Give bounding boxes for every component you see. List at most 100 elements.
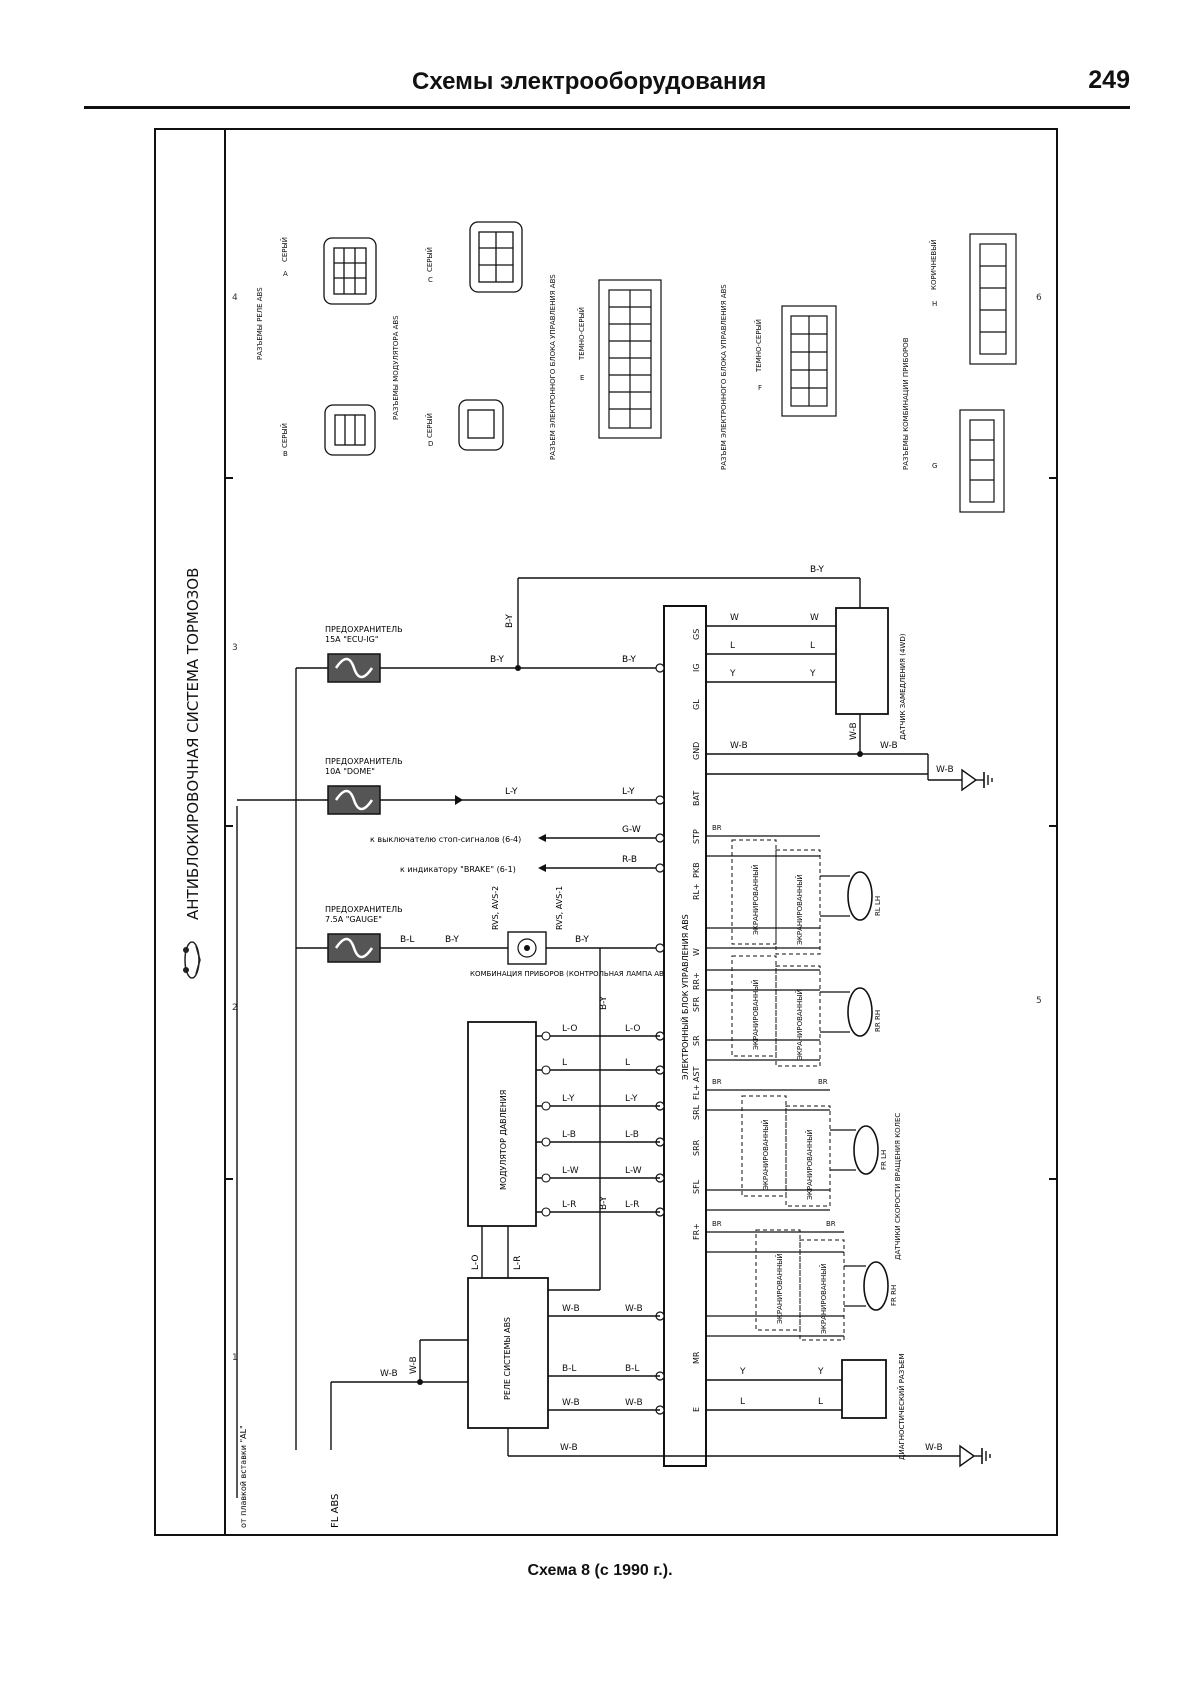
svg-text:ПРЕДОХРАНИТЕЛЬ: ПРЕДОХРАНИТЕЛЬ <box>325 757 403 766</box>
svg-text:FR RH: FR RH <box>890 1285 898 1306</box>
svg-text:ПРЕДОХРАНИТЕЛЬ: ПРЕДОХРАНИТЕЛЬ <box>325 905 403 914</box>
svg-text:L-B: L-B <box>625 1130 639 1140</box>
svg-text:FR+: FR+ <box>692 1223 701 1240</box>
svg-text:Y: Y <box>809 669 816 679</box>
wire-code: B-Y <box>599 1196 609 1210</box>
grid-number: 1 <box>232 1353 238 1363</box>
svg-text:BAT: BAT <box>692 791 701 806</box>
svg-text:F: F <box>758 384 762 392</box>
svg-text:W-B: W-B <box>625 1304 643 1314</box>
svg-text:ТЕМНО-СЕРЫЙ: ТЕМНО-СЕРЫЙ <box>754 319 763 373</box>
wire-code: B-L <box>400 935 414 945</box>
svg-text:L-W: L-W <box>562 1166 579 1176</box>
svg-text:H: H <box>932 300 937 308</box>
svg-text:СЕРЫЙ: СЕРЫЙ <box>425 247 434 272</box>
wire-code: B-Y <box>810 565 824 575</box>
diagram-title: АНТИБЛОКИРОВОЧНАЯ СИСТЕМА ТОРМОЗОВ <box>184 568 202 920</box>
svg-text:L-W: L-W <box>625 1166 642 1176</box>
svg-text:B-L: B-L <box>625 1364 639 1374</box>
connector-views: РАЗЪЕМЫ РЕЛЕ ABS РАЗЪЕМЫ МОДУЛЯТОРА ABS … <box>256 221 1017 513</box>
car-logo-icon <box>183 941 201 979</box>
grid-number: 4 <box>232 293 238 303</box>
decel-wire-codes: W W L L Y Y W-B W-B W-B W-B <box>729 613 954 775</box>
ecu-left-pins <box>655 663 665 1415</box>
svg-text:B-L: B-L <box>562 1364 576 1374</box>
svg-text:W: W <box>692 948 701 956</box>
component-label: ДИАГНОСТИЧЕСКИЙ РАЗЪЕМ <box>897 1353 906 1460</box>
connector-modulator-a <box>458 399 504 451</box>
ecu-pin-labels: IG BAT STP PKB W SR AST SFL SRR SRL SFR … <box>692 629 701 1412</box>
wire-code: B-Y <box>599 996 609 1010</box>
svg-text:ЭКРАНИРОВАННЫЙ: ЭКРАНИРОВАННЫЙ <box>795 874 804 945</box>
svg-text:A: A <box>283 270 288 278</box>
connector-ecu-2 <box>781 305 837 417</box>
svg-text:СЕРЫЙ: СЕРЫЙ <box>280 237 289 262</box>
diagram-frame <box>154 128 1058 1536</box>
svg-text:FL+: FL+ <box>692 1084 701 1100</box>
svg-text:L-B: L-B <box>562 1130 576 1140</box>
svg-text:L-Y: L-Y <box>562 1094 575 1104</box>
svg-text:W-B: W-B <box>730 741 748 751</box>
svg-text:GS: GS <box>692 629 701 640</box>
abs-relay: РЕЛЕ СИСТЕМЫ ABS <box>467 1277 549 1429</box>
connector-relay-a <box>324 404 376 456</box>
wire-code: L-O <box>471 1255 481 1270</box>
svg-text:RR RH: RR RH <box>874 1010 882 1032</box>
pressure-modulator: МОДУЛЯТОР ДАВЛЕНИЯ <box>467 1021 537 1227</box>
page-header: Схемы электрооборудования 249 <box>84 60 1130 109</box>
reference-label: к выключателю стоп-сигналов (6-4) <box>370 835 521 844</box>
connector-meter-2 <box>969 233 1017 365</box>
svg-text:L: L <box>730 641 735 651</box>
svg-text:7.5A "GAUGE": 7.5A "GAUGE" <box>325 915 382 924</box>
svg-text:СЕРЫЙ: СЕРЫЙ <box>280 423 289 448</box>
svg-text:IG: IG <box>692 663 701 672</box>
ground-icon <box>959 1445 991 1467</box>
grid-number: 5 <box>1036 996 1042 1006</box>
svg-text:BR: BR <box>712 824 722 832</box>
svg-text:SFR: SFR <box>692 996 701 1012</box>
component-label: ДАТЧИК ЗАМЕДЛЕНИЯ (4WD) <box>899 633 907 740</box>
svg-text:ЭКРАНИРОВАННЫЙ: ЭКРАНИРОВАННЫЙ <box>819 1263 828 1334</box>
component-label: МОДУЛЯТОР ДАВЛЕНИЯ <box>499 1090 508 1190</box>
svg-text:SRR: SRR <box>692 1139 701 1156</box>
wire-code: L-R <box>513 1256 523 1270</box>
wire-code: R-B <box>622 855 637 865</box>
svg-text:ЭКРАНИРОВАННЫЙ: ЭКРАНИРОВАННЫЙ <box>795 989 804 1060</box>
component-label: ДАТЧИКИ СКОРОСТИ ВРАЩЕНИЯ КОЛЕС <box>894 1113 902 1260</box>
svg-text:D: D <box>428 440 433 448</box>
reference-label: от плавкой вставки "AL" <box>239 1425 248 1528</box>
svg-text:W-B: W-B <box>562 1304 580 1314</box>
svg-text:W-B: W-B <box>936 765 954 775</box>
svg-text:ЭКРАНИРОВАННЫЙ: ЭКРАНИРОВАННЫЙ <box>761 1119 770 1190</box>
wire-code: G-W <box>622 825 641 835</box>
svg-text:СЕРЫЙ: СЕРЫЙ <box>425 413 434 438</box>
figure-caption: Схема 8 (с 1990 г.). <box>527 1562 673 1579</box>
diagnostic-connector: ДИАГНОСТИЧЕСКИЙ РАЗЪЕМ <box>841 1353 906 1460</box>
wire-code: L-Y <box>622 787 635 797</box>
svg-text:ЭКРАНИРОВАННЫЙ: ЭКРАНИРОВАННЫЙ <box>775 1253 784 1324</box>
grid-number: 3 <box>232 643 238 653</box>
svg-text:SR: SR <box>692 1035 701 1046</box>
connector-title: РАЗЪЕМ ЭЛЕКТРОННОГО БЛОКА УПРАВЛЕНИЯ ABS <box>549 274 557 460</box>
svg-text:Y: Y <box>817 1367 824 1377</box>
svg-text:BR: BR <box>712 1078 722 1086</box>
svg-text:G: G <box>932 462 937 470</box>
wire-code: B-Y <box>575 935 589 945</box>
svg-text:W-B: W-B <box>562 1398 580 1408</box>
svg-text:BR: BR <box>818 1078 828 1086</box>
svg-text:RL+: RL+ <box>692 883 701 900</box>
connector-meter-1 <box>959 409 1005 513</box>
svg-text:BR: BR <box>826 1220 836 1228</box>
connector-title: РАЗЪЕМ ЭЛЕКТРОННОГО БЛОКА УПРАВЛЕНИЯ ABS <box>720 284 728 470</box>
svg-text:Y: Y <box>739 1367 746 1377</box>
svg-text:L: L <box>625 1058 630 1068</box>
svg-text:RL LH: RL LH <box>874 896 882 916</box>
svg-text:W: W <box>730 613 739 623</box>
connector-title: РАЗЪЕМЫ РЕЛЕ ABS <box>256 287 264 360</box>
svg-text:ЭКРАНИРОВАННЫЙ: ЭКРАНИРОВАННЫЙ <box>751 979 760 1050</box>
relay-wire-codes: W-B W-B B-L B-L W-B W-B W-B W-B W-B W-B <box>380 1304 943 1453</box>
svg-text:SFL: SFL <box>692 1179 701 1194</box>
connector-ecu-1 <box>598 279 662 439</box>
svg-text:Y: Y <box>729 669 736 679</box>
